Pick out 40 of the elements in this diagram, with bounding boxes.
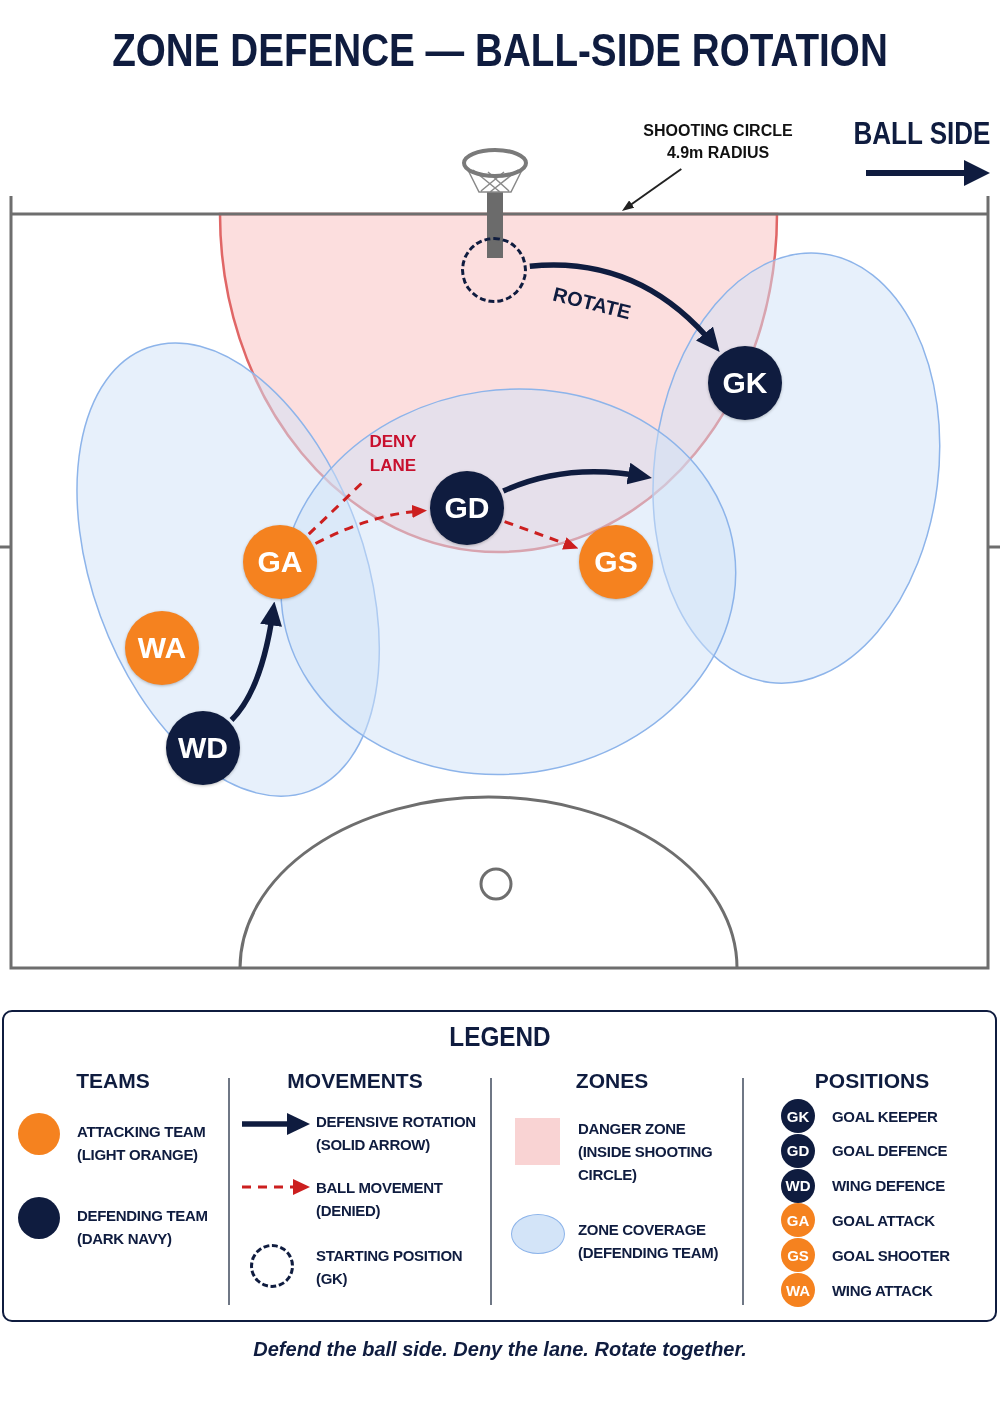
legend-text: GOAL SHOOTER [832,1245,950,1266]
diagram-title: ZONE DEFENCE — BALL-SIDE ROTATION [112,24,888,77]
legend-text: ZONE COVERAGE (DEFENDING TEAM) [578,1220,720,1263]
callout-text: SHOOTING CIRCLE 4.9m RADIUS [638,120,798,165]
legend-text: GOAL KEEPER [832,1106,938,1127]
dashed-arrow [314,505,428,545]
legend-text: WING ATTACK [832,1280,933,1301]
position-badge: GA [781,1203,815,1238]
position-badge: GK [781,1099,815,1133]
position-badge: WD [781,1168,815,1203]
lane-label: DENY LANE [362,430,424,478]
section-heading: POSITIONS [814,1069,930,1094]
rotation-arrow [529,262,720,352]
legend-text: GOAL DEFENCE [832,1141,948,1162]
player-token: GS [579,525,653,599]
caption-text: Defend the ball side. Deny the lane. Rotate together. [253,1338,747,1361]
player-token: GA [243,525,317,599]
legend-text: GOAL ATTACK [832,1210,935,1231]
legend-text: ATTACKING TEAM (LIGHT ORANGE) [77,1122,207,1165]
position-badge: GD [781,1133,815,1168]
legend-text: WING DEFENCE [832,1176,946,1197]
section-heading: ZONES [575,1069,649,1094]
legend-title: LEGEND [449,1022,551,1054]
section-heading: MOVEMENTS [287,1069,423,1094]
legend-text: BALL MOVEMENT (DENIED) [316,1178,444,1221]
position-badge: WA [781,1273,815,1307]
section-heading: TEAMS [76,1069,150,1094]
direction-label: BALL SIDE [853,116,991,152]
position-badge: GS [781,1238,815,1273]
rotation-arrow [229,601,282,722]
legend-text: STARTING POSITION (GK) [316,1246,464,1289]
shooting-circle-zone [220,214,777,552]
player-token: WA [125,611,199,685]
legend-text: DEFENSIVE ROTATION (SOLID ARROW) [316,1112,477,1155]
rotation-arrow [502,463,652,494]
legend-text: DEFENDING TEAM (DARK NAVY) [77,1206,209,1249]
dashed-arrow [504,520,579,550]
leader-line [621,168,683,212]
edge-label: ROTATE [550,282,634,324]
legend-text: DANGER ZONE (INSIDE SHOOTING CIRCLE) [578,1119,714,1185]
